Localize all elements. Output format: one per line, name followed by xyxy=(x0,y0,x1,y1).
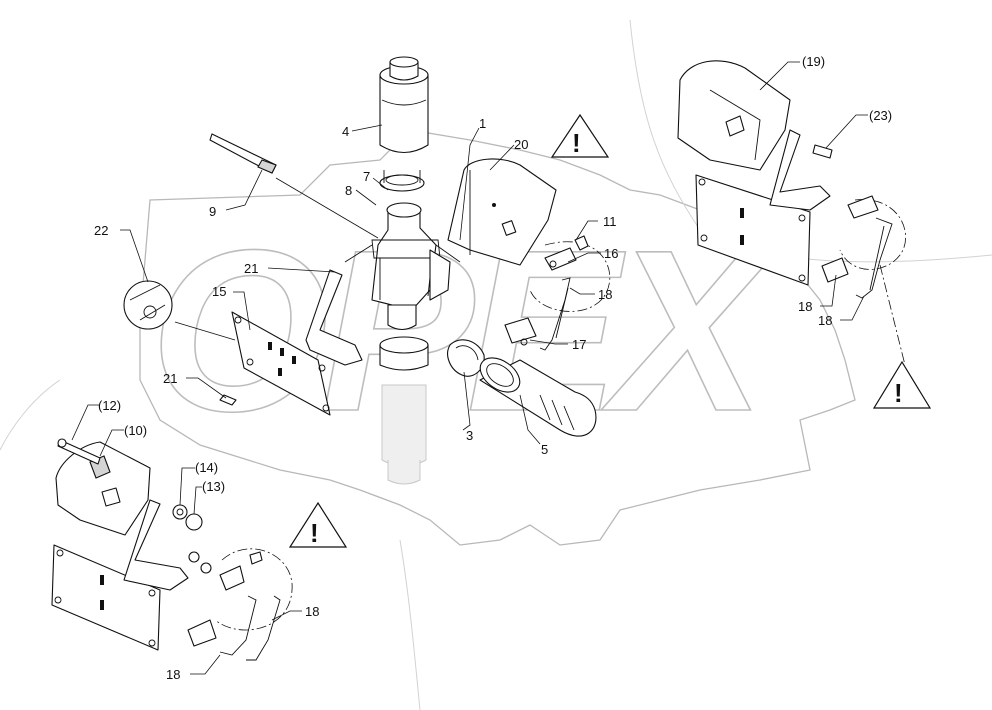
part-8-hopper xyxy=(344,202,461,331)
callout-7: 7 xyxy=(363,169,370,184)
detail-center-right xyxy=(504,235,611,351)
callout-20: 20 xyxy=(514,137,528,152)
part-20-cover xyxy=(447,158,557,266)
callout-18: 18 xyxy=(818,313,832,328)
lower-pipe xyxy=(379,336,429,485)
callout-22: 22 xyxy=(94,223,108,238)
leader-lines xyxy=(71,61,868,675)
callout-19: (19) xyxy=(802,54,825,69)
part-15-plate xyxy=(174,269,363,416)
part-5-tube xyxy=(479,357,597,437)
callout-4: 4 xyxy=(342,124,349,139)
warning-triangle-icon: ! xyxy=(894,378,903,408)
callout-21: 21 xyxy=(163,371,177,386)
part-9-blade xyxy=(209,133,379,239)
callout-10: (10) xyxy=(124,423,147,438)
callout-1: 1 xyxy=(479,116,486,131)
part-3-clamp xyxy=(447,339,485,377)
warning-triangle-icon: ! xyxy=(310,518,319,548)
upper-right-group xyxy=(677,60,906,366)
callout-16: 16 xyxy=(604,246,618,261)
callout-9: 9 xyxy=(209,204,216,219)
callout-23: (23) xyxy=(869,108,892,123)
callout-labels: 1 3 4 5 7 8 9 (10) 11 (12) (13) (14) 15 … xyxy=(94,54,892,682)
callout-21: 21 xyxy=(244,261,258,276)
part-7-ring xyxy=(379,170,425,192)
callout-18: 18 xyxy=(305,604,319,619)
callout-18: 18 xyxy=(598,287,612,302)
callout-17: 17 xyxy=(572,337,586,352)
callout-5: 5 xyxy=(541,442,548,457)
lower-left-group xyxy=(51,438,293,661)
callout-12: (12) xyxy=(98,398,121,413)
warning-triangle-right: ! xyxy=(872,360,932,409)
warning-triangle-icon: ! xyxy=(572,128,581,158)
part-22-disc xyxy=(123,280,173,330)
callout-3: 3 xyxy=(466,428,473,443)
callout-14: (14) xyxy=(195,460,218,475)
callout-11: 11 xyxy=(603,214,617,229)
part-4-cylinder xyxy=(379,56,429,154)
callout-8: 8 xyxy=(345,183,352,198)
callout-18: 18 xyxy=(166,667,180,682)
warning-triangle-bottom: ! xyxy=(288,501,348,548)
callout-15: 15 xyxy=(212,284,226,299)
callout-18: 18 xyxy=(798,299,812,314)
callout-13: (13) xyxy=(202,479,225,494)
warning-triangle-top: ! xyxy=(550,113,610,158)
center-assembly xyxy=(209,56,461,485)
